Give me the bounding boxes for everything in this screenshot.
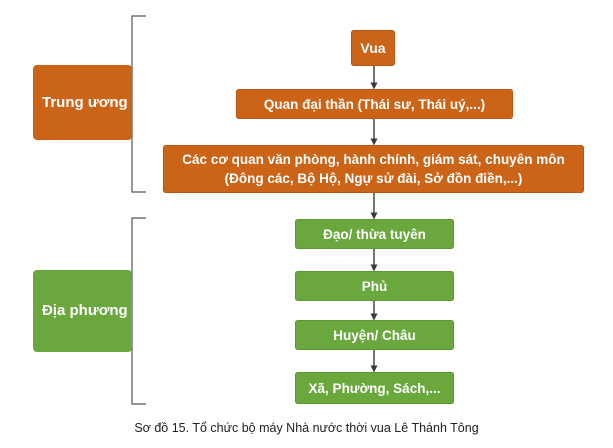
dao-box-label: Đạo/ thừa tuyên <box>323 226 426 242</box>
central-agencies-box-label: Các cơ quan văn phòng, hành chính, giám … <box>182 152 565 186</box>
king-box: Vua <box>351 30 395 66</box>
high-officials-box-label: Quan đại thần (Thái sư, Thái uý,...) <box>263 96 486 112</box>
king-box-label: Vua <box>360 40 386 56</box>
high-officials-box: Quan đại thần (Thái sư, Thái uý,...) <box>236 89 513 119</box>
dao-box: Đạo/ thừa tuyên <box>295 219 454 249</box>
diagram-caption: Sơ đồ 15. Tổ chức bộ máy Nhà nước thời v… <box>134 421 479 435</box>
central-level-label: Trung ương <box>33 65 132 140</box>
local-level-label: Địa phương <box>33 270 132 352</box>
local-level-text: Địa phương <box>42 302 128 319</box>
phu-box-label: Phủ <box>361 278 388 294</box>
huyen-box-label: Huyện/ Châu <box>333 327 416 343</box>
xa-box: Xã, Phường, Sách,... <box>295 372 454 404</box>
xa-box-label: Xã, Phường, Sách,... <box>308 380 441 396</box>
phu-box: Phủ <box>295 271 454 301</box>
central-bracket <box>131 15 146 193</box>
central-agencies-box: Các cơ quan văn phòng, hành chính, giám … <box>163 145 584 193</box>
local-bracket <box>131 217 146 405</box>
huyen-box: Huyện/ Châu <box>295 320 454 350</box>
central-level-text: Trung ương <box>42 93 128 111</box>
